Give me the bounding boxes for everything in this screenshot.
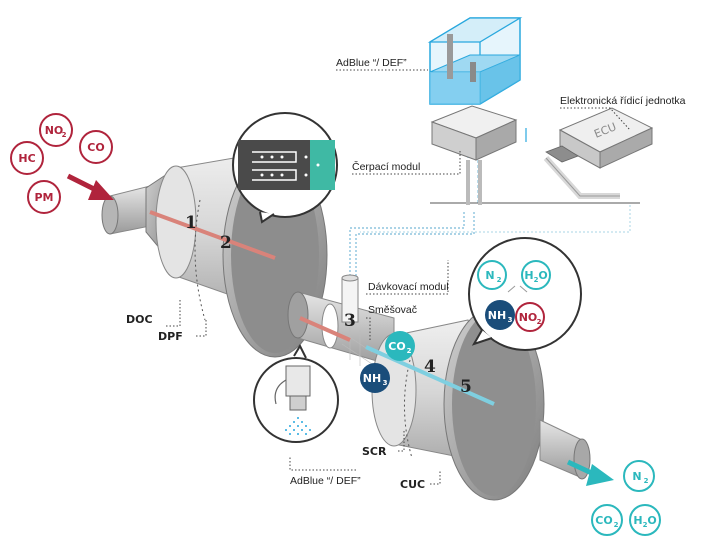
flow-line-cool [365,345,495,406]
gas-co2-out: CO 2 [591,504,623,536]
svg-text:2: 2 [534,276,539,284]
svg-text:2: 2 [537,318,542,326]
gas-n2-out: N 2 [623,460,655,492]
leader-lines [166,69,631,485]
number-3: 3 [344,311,356,331]
gas-h2o-bubble: H 2 O [521,260,551,290]
svg-text:2: 2 [643,521,648,529]
svg-text:CO: CO [388,340,405,353]
gas-nh3-bubble: NH 3 [485,300,515,330]
gas-no2-bubble: NO 2 [515,302,545,332]
svg-text:N: N [632,470,641,483]
svg-text:3: 3 [508,316,513,324]
reaction-bubble [468,237,582,351]
svg-text:O: O [538,269,547,282]
label-dpf: DPF [158,330,183,343]
inlet-gases: HC NO 2 CO PM [10,113,113,214]
gas-co: CO [79,130,113,164]
svg-text:N: N [485,269,494,282]
svg-text:NO: NO [45,124,64,137]
reaction-gases: N 2 H 2 O NH 3 NO 2 [477,260,551,332]
label-mixer: Směšovač [368,304,417,316]
outlet-arrow [566,459,614,486]
label-pump-module: Čerpací modul [352,160,420,173]
svg-text:CO: CO [87,141,104,154]
label-adblue-tank: AdBlue “/ DEF” [336,57,407,69]
svg-text:HC: HC [18,152,35,165]
svg-text:O: O [647,514,656,527]
number-4: 4 [424,357,436,377]
svg-text:NH: NH [488,309,506,322]
inlet-arrow [66,173,114,200]
gas-no2: NO 2 [39,113,73,147]
ecu-unit: ECU [543,107,654,199]
mixer-gases: CO 2 NH 3 [360,331,415,393]
number-1: 1 [185,213,197,233]
gas-n2-bubble: N 2 [477,260,507,290]
exhaust-system [101,149,591,501]
number-5: 5 [460,377,472,397]
adblue-tank [427,17,523,105]
filter-detail-bubble [232,112,338,224]
gas-hc: HC [10,141,44,175]
gas-nh3-mixer: NH 3 [360,363,390,393]
svg-text:3: 3 [383,379,388,387]
svg-text:2: 2 [614,521,619,529]
svg-text:2: 2 [407,347,412,355]
label-scr: SCR [362,445,387,458]
gas-co2-mixer: CO 2 [385,331,415,361]
flow-line-hot [149,210,276,260]
outlet-gases: N 2 CO 2 H 2 O [591,460,661,536]
dosing-module [341,274,359,323]
svg-text:H: H [524,269,533,282]
gas-h2o-out: H 2 O [629,504,661,536]
svg-text:NH: NH [363,372,381,385]
number-2: 2 [220,233,232,253]
svg-text:2: 2 [62,131,67,139]
svg-text:H: H [633,514,642,527]
svg-text:CO: CO [595,514,612,527]
stage-numbers: 1 2 3 4 5 [185,213,472,397]
gas-pm: PM [27,180,61,214]
svg-text:2: 2 [497,276,502,284]
svg-text:NO: NO [519,311,538,324]
svg-text:PM: PM [34,191,53,204]
svg-text:2: 2 [644,477,649,485]
label-adblue-spray: AdBlue “/ DEF” [290,475,361,487]
pump-module [430,105,527,205]
label-doc: DOC [126,313,153,326]
injector-detail-bubble [253,343,339,443]
label-cuc: CUC [400,478,425,491]
label-dosing-module: Dávkovací modul [368,281,449,293]
label-ecu: Elektronická řídicí jednotka [560,95,686,107]
